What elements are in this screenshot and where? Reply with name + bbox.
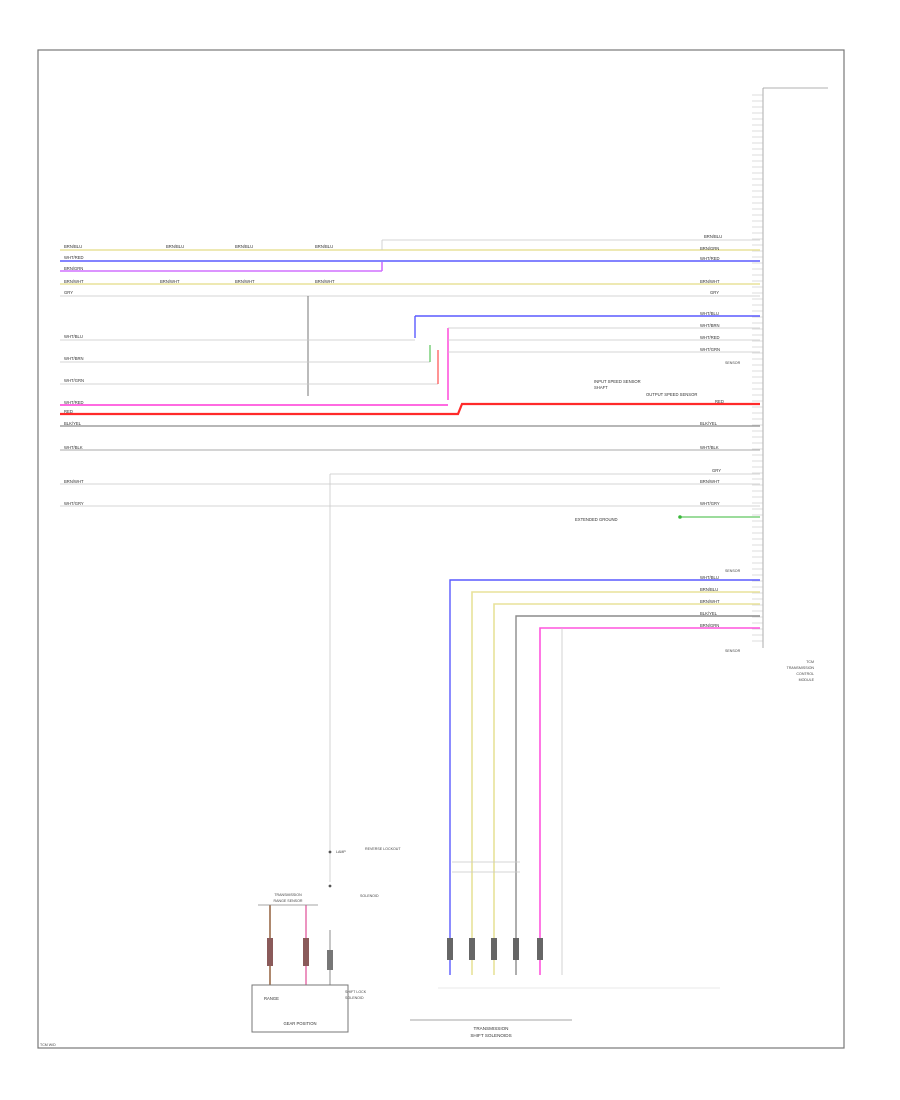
wire-label-w4-d: BRN/WHT xyxy=(315,279,335,284)
shift-lock-label-1: SHIFT LOCK xyxy=(345,990,367,994)
wire-label-w13-r: BRN/WHT xyxy=(700,479,720,484)
svg-text:TCM: TCM xyxy=(806,660,814,664)
wire-label-w5-r: GRY xyxy=(710,290,719,295)
connector-title: TCM TRANSMISSION CONTROL MODULE xyxy=(787,660,815,682)
wire-label-w14-r: WHT/GRY xyxy=(700,501,720,506)
connector-pin-ticks xyxy=(752,94,763,642)
page-code: TCM W/D xyxy=(40,1043,56,1047)
connector-ground-label-mid: SENSOR xyxy=(725,569,741,573)
solenoid-connectors xyxy=(447,938,543,960)
wire-label-w11: BLK/YEL xyxy=(64,421,82,426)
wire-label-w1-d: BRN/BLU xyxy=(315,244,333,249)
wire-label-w14: WHT/GRY xyxy=(64,501,84,506)
wire-label-w1-b: BRN/BLU xyxy=(166,244,184,249)
lower-wire-bundle: WHT/BLU BRN/BLU BRN/WHT BLK/YEL BRN/GRN … xyxy=(410,575,760,1038)
wire-label-w4-r: BRN/WHT xyxy=(700,279,720,284)
wire-label-w13: BRN/WHT xyxy=(64,479,84,484)
wire-label-w3-lr: BRN/GRN xyxy=(700,623,719,628)
wire-label-w3-r: BRN/GRN xyxy=(700,246,719,251)
middle-wire-bundle: WHT/BLU WHT/BRN WHT/GRN WHT/RED RED BLK/… xyxy=(60,311,760,882)
wire-label-w5: GRY xyxy=(64,290,73,295)
range-sensor-caption: GEAR POSITION xyxy=(283,1021,316,1026)
wire-label-w7-r: WHT/BRN xyxy=(700,323,720,328)
wire-label-w4-c: BRN/WHT xyxy=(235,279,255,284)
wire-label-w7: WHT/BRN xyxy=(64,356,84,361)
bottom-center-caption-1: TRANSMISSION xyxy=(474,1026,509,1031)
wire-label-w6-lr: WHT/BLU xyxy=(700,575,719,580)
shift-lock-label-2: SOLENOID xyxy=(345,996,364,1000)
wire-label-w10: RED xyxy=(64,409,73,414)
annotation-shaft: SHAFT xyxy=(594,385,608,390)
annotation-extended-ground: EXTENDED GROUND xyxy=(575,517,618,522)
wire-label-w11-lr: BLK/YEL xyxy=(700,611,718,616)
wire-label-w8: WHT/RED xyxy=(64,400,84,405)
wire-label-w1-lr: BRN/BLU xyxy=(700,587,718,592)
svg-text:TRANSMISSION: TRANSMISSION xyxy=(787,666,815,670)
right-connector: SENSOR SENSOR SENSOR TCM TRANSMISSION CO… xyxy=(725,87,828,682)
wire-label-w6-r: WHT/BLU xyxy=(700,311,719,316)
wire-label-w12: WHT/BLK xyxy=(64,445,83,450)
wire-label-w1: BRN/BLU xyxy=(64,244,82,249)
annotation-solenoid: SOLENOID xyxy=(360,894,379,898)
bottom-center-caption-2: SHIFT SOLENOIDS xyxy=(470,1033,511,1038)
range-sensor-component: TRANSMISSION RANGE SENSOR RANGE GEAR POS… xyxy=(251,847,401,1033)
wire-label-w12-r: WHT/BLK xyxy=(700,445,719,450)
wire-label-w10-r: RED xyxy=(715,399,724,404)
top-wire-bundle: BRN/BLU BRN/BLU BRN/BLU BRN/BLU WHT/RED … xyxy=(60,234,760,396)
annotation-output-sensor: OUTPUT SPEED SENSOR xyxy=(646,392,697,397)
diagram-frame xyxy=(37,49,845,1049)
annotation-speed-sensor: INPUT SPEED SENSOR xyxy=(594,379,641,384)
range-sensor-title-1: TRANSMISSION xyxy=(274,893,302,897)
wire-label-w2-r: WHT/RED xyxy=(700,256,720,261)
range-sensor-inner: RANGE xyxy=(264,996,279,1001)
connector-ground-label-bottom: SENSOR xyxy=(725,649,741,653)
wire-label-w5-r2: GRY xyxy=(712,468,721,473)
range-sensor-title-2: RANGE SENSOR xyxy=(274,899,303,903)
wire-label-w9-r: WHT/GRN xyxy=(700,347,720,352)
wire-label-w9: WHT/GRN xyxy=(64,378,84,383)
range-sensor-box xyxy=(251,984,349,1033)
wire-label-w1-r: BRN/BLU xyxy=(704,234,722,239)
wire-label-w3: BRN/GRN xyxy=(64,266,83,271)
wire-label-w2: WHT/RED xyxy=(64,255,84,260)
wire-label-w4-lr: BRN/WHT xyxy=(700,599,720,604)
wire-label-w1-c: BRN/BLU xyxy=(235,244,253,249)
annotation-reverse: REVERSE LOCKOUT xyxy=(365,847,401,851)
wire-label-w8-r: WHT/RED xyxy=(700,335,720,340)
svg-text:CONTROL: CONTROL xyxy=(796,672,814,676)
connector-ground-label-top: SENSOR xyxy=(725,361,741,365)
svg-text:MODULE: MODULE xyxy=(799,678,815,682)
annotation-lamp: LAMP xyxy=(336,850,346,854)
wire-label-w4-b: BRN/WHT xyxy=(160,279,180,284)
wire-label-w6: WHT/BLU xyxy=(64,334,83,339)
wire-label-w4: BRN/WHT xyxy=(64,279,84,284)
wire-label-w11-r: BLK/YEL xyxy=(700,421,718,426)
